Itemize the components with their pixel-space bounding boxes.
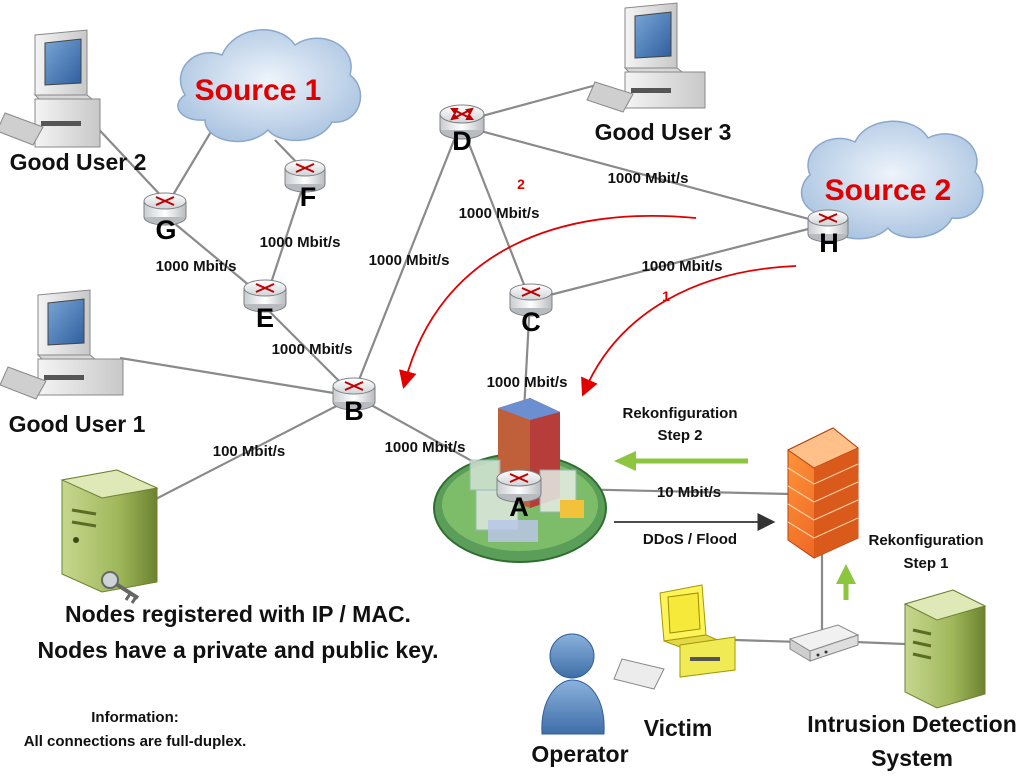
bw-g-e: 1000 Mbit/s (156, 258, 237, 275)
reconfig-step2-line2: Step 2 (657, 427, 702, 444)
router-h-label: H (819, 228, 839, 258)
bw-a-firewall: 10 Mbit/s (657, 484, 721, 501)
good-user-3-label: Good User 3 (595, 119, 732, 145)
router-c[interactable]: C (509, 283, 553, 337)
info-text: All connections are full-duplex. (24, 733, 247, 750)
attack-arrow-2-label: 2 (517, 176, 525, 192)
reconfig-step2-line1: Rekonfiguration (623, 405, 738, 422)
link-d-c (460, 125, 532, 301)
attack-arrow-1-label: 1 (662, 288, 670, 304)
link-victim-switch (734, 638, 801, 644)
source2-label: Source 2 (825, 174, 952, 207)
firewall-icon[interactable] (787, 427, 859, 559)
router-b-label: B (344, 396, 364, 426)
info-title: Information: (91, 709, 179, 726)
network-switch[interactable] (788, 624, 860, 662)
router-f-label: F (300, 182, 317, 212)
ids-label-line2: System (871, 745, 953, 771)
link-user1-b (119, 356, 353, 398)
router-d-label: D (452, 126, 472, 156)
bw-b-a: 1000 Mbit/s (385, 439, 466, 456)
source2-cloud: Source 2 (800, 120, 984, 240)
key-icon (101, 571, 140, 604)
operator-person-icon (541, 633, 605, 735)
note-line-2: Nodes have a private and public key. (38, 637, 439, 663)
good-user-1-computer[interactable] (0, 289, 124, 400)
link-source1-g (169, 124, 216, 201)
bw-d-b: 1000 Mbit/s (369, 252, 450, 269)
reconfig-step1-line2: Step 1 (903, 555, 948, 572)
link-d-h (461, 124, 821, 224)
bandwidth-labels: 1000 Mbit/s 1000 Mbit/s 1000 Mbit/s 1000… (156, 170, 723, 501)
bw-d-h: 1000 Mbit/s (608, 170, 689, 187)
router-h[interactable]: H (807, 209, 849, 258)
router-e[interactable]: E (243, 279, 287, 333)
router-f[interactable]: F (284, 159, 326, 212)
bw-b-server: 100 Mbit/s (213, 443, 286, 460)
attack-arrow-1 (581, 265, 797, 397)
attack-arrow-2 (399, 214, 697, 389)
router-d[interactable]: D (439, 104, 485, 156)
ids-server[interactable] (903, 589, 987, 709)
bw-d-c: 1000 Mbit/s (459, 205, 540, 222)
good-user-2-label: Good User 2 (10, 149, 147, 175)
bw-f-e: 1000 Mbit/s (260, 234, 341, 251)
link-g-e (167, 217, 263, 297)
operator-label: Operator (531, 741, 628, 767)
link-user2-g (89, 119, 166, 201)
note-line-1: Nodes registered with IP / MAC. (65, 601, 411, 627)
link-d-b (353, 124, 462, 391)
reconfig-step1-line1: Rekonfiguration (869, 532, 984, 549)
flood-label: DDoS / Flood (643, 531, 737, 548)
reconfig-step1-arrow (836, 564, 856, 600)
source1-cloud: Source 1 (177, 29, 362, 143)
bw-c-a: 1000 Mbit/s (487, 374, 568, 391)
source1-label: Source 1 (195, 74, 322, 107)
router-a[interactable]: A (496, 469, 542, 522)
router-e-label: E (256, 303, 274, 333)
router-g-label: G (155, 215, 176, 245)
link-c-h (529, 224, 821, 302)
router-a-label: A (509, 492, 529, 522)
router-g[interactable]: G (143, 192, 187, 245)
router-c-label: C (521, 307, 541, 337)
bw-e-b: 1000 Mbit/s (272, 341, 353, 358)
router-b[interactable]: B (332, 377, 376, 426)
good-user-3-computer[interactable] (586, 2, 706, 113)
victim-computer[interactable] (613, 584, 736, 690)
registered-node-server[interactable] (60, 469, 159, 593)
link-e-b (267, 309, 351, 393)
victim-label: Victim (644, 715, 713, 741)
attack-flows: 2 1 (399, 176, 797, 397)
good-user-1-label: Good User 1 (9, 411, 146, 437)
reconfig-step2-arrow (614, 451, 748, 471)
bw-c-h: 1000 Mbit/s (642, 258, 723, 275)
link-f-e (266, 179, 307, 293)
link-switch-ids (854, 640, 906, 646)
good-user-2-computer[interactable] (0, 29, 101, 148)
ids-label-line1: Intrusion Detection (807, 711, 1017, 737)
